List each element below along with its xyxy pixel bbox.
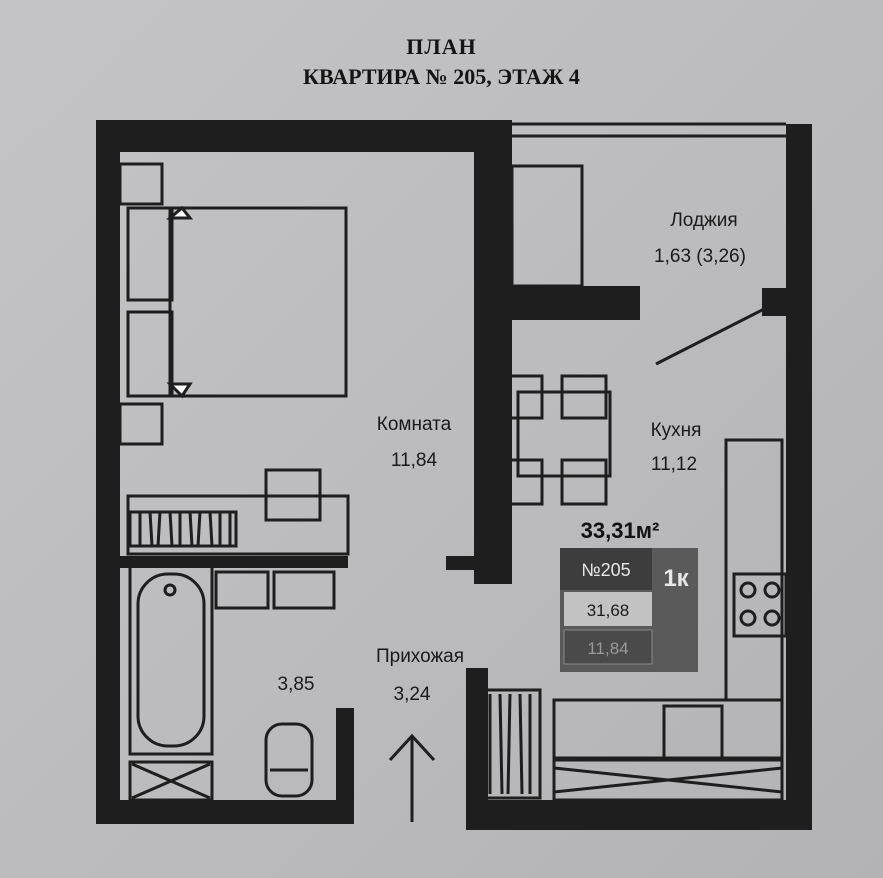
bathroom-fixtures (128, 564, 336, 802)
badge-living-box (564, 592, 652, 626)
room-area: 11,84 (391, 450, 438, 471)
hallway-area: 3,24 (394, 684, 431, 705)
badge-total-area: 33,31м² (581, 518, 660, 543)
entrance-arrow-icon (388, 733, 436, 822)
plan-title: ПЛАН (406, 34, 477, 59)
loggia-cabinet (510, 164, 584, 288)
wall-bathroom-right (336, 708, 354, 824)
bed (118, 162, 348, 446)
wall-central-column (474, 120, 512, 584)
wall-loggia-post (762, 288, 792, 316)
badge-kitchen-box (563, 629, 653, 665)
bathroom-area: 3,85 (278, 674, 315, 695)
loggia-area: 1,63 (3,26) (654, 246, 746, 267)
loggia-door-swing (655, 306, 767, 366)
wall-top-left (96, 120, 500, 152)
kitchen-name: Кухня (651, 420, 702, 441)
kitchen-area: 11,12 (651, 454, 697, 475)
loggia-glazing (510, 122, 786, 366)
wall-bottom-left (96, 800, 354, 824)
badge-number-box (560, 548, 652, 590)
hallway-name: Прихожая (376, 646, 464, 667)
wall-right (786, 124, 812, 830)
loggia-name: Лоджия (670, 210, 737, 231)
plan-subtitle: КВАРТИРА № 205, ЭТАЖ 4 (303, 64, 580, 89)
wall-left (96, 120, 120, 823)
badge-living-area: 31,68 (587, 601, 630, 620)
wall-loggia-bottom (484, 286, 640, 320)
room-furniture (126, 468, 350, 556)
wall-bottom-right (466, 800, 810, 830)
badge-kitchen-area: 11,84 (587, 639, 628, 658)
kitchen-counters (552, 438, 788, 802)
wall-hallway-stub (446, 556, 486, 570)
room-name: Комната (377, 414, 452, 435)
apartment-badge: 33,31м² №205 1к 31,68 11,84 (560, 518, 698, 672)
badge-rooms-count: 1к (663, 565, 689, 592)
dining-set (498, 374, 612, 506)
hallway-closet (476, 688, 542, 800)
badge-number: №205 (581, 560, 630, 580)
walls (96, 120, 812, 830)
